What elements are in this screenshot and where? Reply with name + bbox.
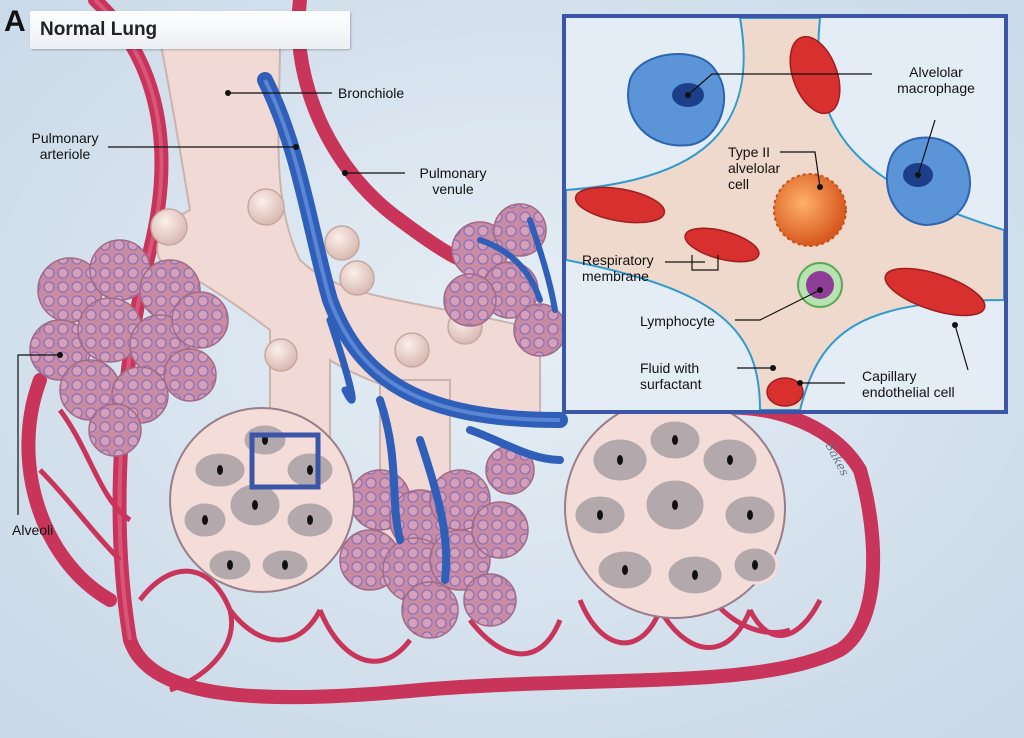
inset-leader-lines bbox=[665, 73, 969, 384]
label-capillary-endothelial-cell: Capillary endothelial cell bbox=[862, 368, 955, 400]
panel-letter: A bbox=[4, 5, 26, 38]
arteriole-highlight bbox=[263, 79, 561, 422]
label-respiratory-membrane: Respiratory membrane bbox=[582, 252, 654, 284]
capillary-network bbox=[38, 408, 823, 693]
alveolar-macrophages bbox=[627, 53, 971, 227]
inset-leader-dots bbox=[685, 92, 958, 386]
type-ii-alveolar-cell bbox=[773, 173, 847, 247]
label-pulmonary-arteriole: Pulmonary arteriole bbox=[31, 130, 99, 162]
label-type-ii-alveolar-cell: Type II alvelolar cell bbox=[728, 144, 781, 192]
lymphocyte-cell bbox=[797, 262, 843, 308]
airway-buds bbox=[150, 188, 483, 372]
panel-title: Normal Lung bbox=[40, 19, 158, 40]
main-leader-dots bbox=[57, 90, 348, 358]
inset-marker-box bbox=[249, 432, 321, 490]
label-pulmonary-venule: Pulmonary venule bbox=[419, 165, 487, 197]
red-blood-cells bbox=[574, 35, 986, 407]
label-lymphocyte: Lymphocyte bbox=[640, 313, 715, 329]
label-alveolar-macrophage: Alvelolar macrophage bbox=[897, 64, 975, 96]
label-alveoli: Alveoli bbox=[12, 522, 54, 538]
panel-title-box: Normal Lung bbox=[30, 11, 350, 49]
main-leader-lines bbox=[17, 92, 405, 515]
alveolar-cross-section-left bbox=[169, 407, 355, 593]
label-fluid-with-surfactant: Fluid with surfactant bbox=[640, 360, 702, 392]
inset-panel bbox=[562, 14, 1008, 414]
label-bronchiole: Bronchiole bbox=[338, 85, 405, 101]
alveolar-cross-section-right bbox=[564, 397, 786, 619]
